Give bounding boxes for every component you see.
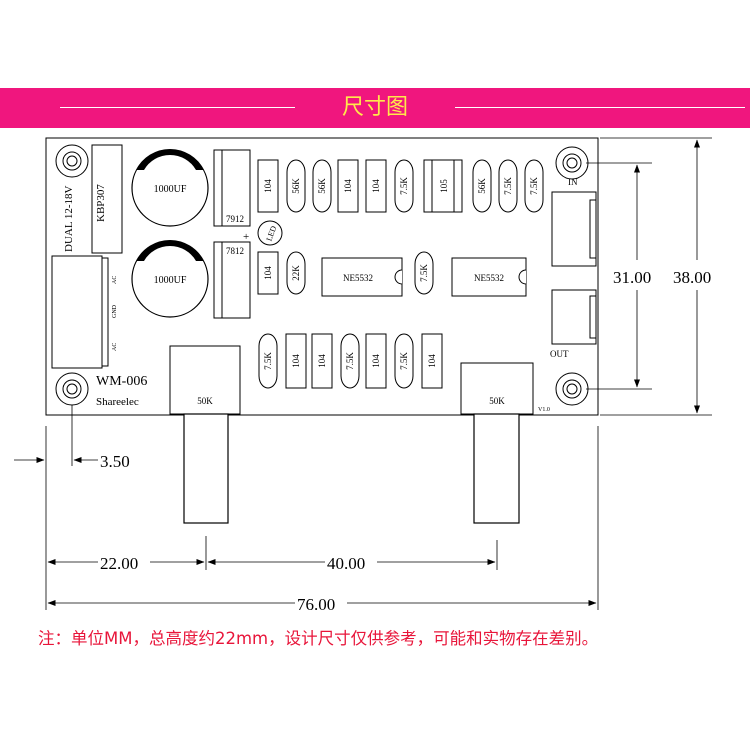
part-label: 7.5K — [399, 177, 409, 195]
mounting-hole — [555, 146, 589, 180]
height-outer-label: 38.00 — [673, 268, 711, 287]
part-label: 104 — [427, 354, 437, 368]
part-label: 104 — [371, 354, 381, 368]
potentiometer-1-label: 50K — [197, 396, 213, 406]
parts-row-mid: 104 22K 7.5K — [257, 251, 434, 295]
regulator-7812 — [213, 241, 251, 319]
potentiometer-2-body — [460, 362, 534, 415]
brand-label: Shareelec — [96, 396, 139, 408]
part-outline — [286, 159, 306, 213]
part-label: 7.5K — [529, 177, 539, 195]
part-label: 56K — [317, 178, 327, 194]
capacitor-2 — [131, 239, 209, 318]
pot-spacing-label: 40.00 — [327, 554, 365, 573]
part-outline — [311, 333, 333, 389]
potentiometer-1-body — [169, 345, 241, 415]
part-label: 7.5K — [399, 352, 409, 370]
part-label: 104 — [317, 354, 327, 368]
part-outline — [394, 159, 414, 213]
chip-2-label: NE5532 — [474, 273, 504, 283]
width-label: 76.00 — [297, 595, 335, 614]
height-inner-label: 31.00 — [613, 268, 651, 287]
regulator-7812-label: 7812 — [226, 246, 244, 256]
version-label: V1.0 — [538, 407, 550, 413]
part-label: 7.5K — [419, 264, 429, 282]
input-connector — [551, 191, 597, 267]
part-label: 22K — [291, 265, 301, 281]
capacitor-105 — [423, 159, 463, 213]
part-label: 7.5K — [263, 352, 273, 370]
part-label: 56K — [291, 178, 301, 194]
potentiometer-2-shaft — [473, 413, 520, 524]
part-outline — [498, 159, 518, 213]
part-outline — [257, 159, 279, 213]
pot-1-position-label: 22.00 — [100, 554, 138, 573]
part-outline — [472, 159, 492, 213]
banner-divider-right — [455, 107, 745, 108]
bridge-rectifier — [91, 144, 123, 254]
part-outline — [421, 333, 443, 389]
power-terminal-side — [101, 257, 109, 367]
part-outline — [524, 159, 544, 213]
mounting-hole — [55, 144, 89, 178]
part-outline — [337, 159, 359, 213]
part-outline — [258, 333, 278, 389]
potentiometer-1-shaft — [183, 413, 229, 524]
chip-2 — [451, 257, 527, 297]
part-outline — [365, 333, 387, 389]
part-label: 104 — [263, 179, 273, 193]
input-voltage-label: DUAL 12-18V — [63, 185, 75, 252]
part-label: 7.5K — [503, 177, 513, 195]
model-label: WM-006 — [96, 374, 147, 389]
power-terminal — [51, 255, 103, 369]
capacitor-1-label: 1000UF — [154, 184, 187, 195]
mounting-hole — [55, 372, 89, 406]
regulator-7912-label: 7912 — [226, 214, 244, 224]
page-title: 尺寸图 — [341, 95, 408, 120]
part-outline — [414, 251, 434, 295]
title-banner: 尺寸图 — [0, 88, 750, 128]
chip-1-label: NE5532 — [343, 273, 373, 283]
part-label: 104 — [263, 266, 273, 280]
potentiometer-2-label: 50K — [489, 396, 505, 406]
footnote: 注：单位MM，总高度约22mm，设计尺寸仅供参考，可能和实物存在差别。 — [38, 629, 599, 648]
part-label: 104 — [343, 179, 353, 193]
part-label: 56K — [477, 178, 487, 194]
part-outline — [257, 251, 279, 295]
hole-offset-label: 3.50 — [100, 452, 130, 471]
input-label: IN — [568, 177, 578, 187]
part-outline — [365, 159, 387, 213]
chip-1 — [321, 257, 403, 297]
rectifier-label: KBP307 — [95, 184, 107, 222]
terminal-ac-1-label: AC — [112, 276, 118, 284]
output-connector — [551, 289, 597, 345]
parts-row-top: 104 56K 56K 104 104 7.5K 56K 7.5K 7.5K — [257, 159, 544, 213]
part-outline — [340, 333, 360, 389]
mounting-hole — [555, 372, 589, 406]
led — [257, 220, 283, 246]
part-label: 104 — [291, 354, 301, 368]
part-label: 104 — [371, 179, 381, 193]
part-outline — [285, 333, 307, 389]
part-label: 7.5K — [345, 352, 355, 370]
part-outline — [286, 251, 306, 295]
part-outline — [394, 333, 414, 389]
banner-divider-left — [60, 107, 295, 108]
terminal-ac-2-label: AC — [112, 343, 118, 351]
output-label: OUT — [550, 349, 569, 359]
capacitor-2-label: 1000UF — [154, 275, 187, 286]
led-plus: + — [243, 231, 249, 243]
parts-row-bottom: 7.5K 104 104 7.5K 104 7.5K 104 — [258, 333, 443, 389]
part-outline — [312, 159, 332, 213]
capacitor-105-label: 105 — [439, 179, 449, 193]
regulator-7912 — [213, 149, 251, 227]
terminal-gnd-label: GND — [112, 304, 118, 318]
capacitor-1 — [131, 148, 209, 227]
